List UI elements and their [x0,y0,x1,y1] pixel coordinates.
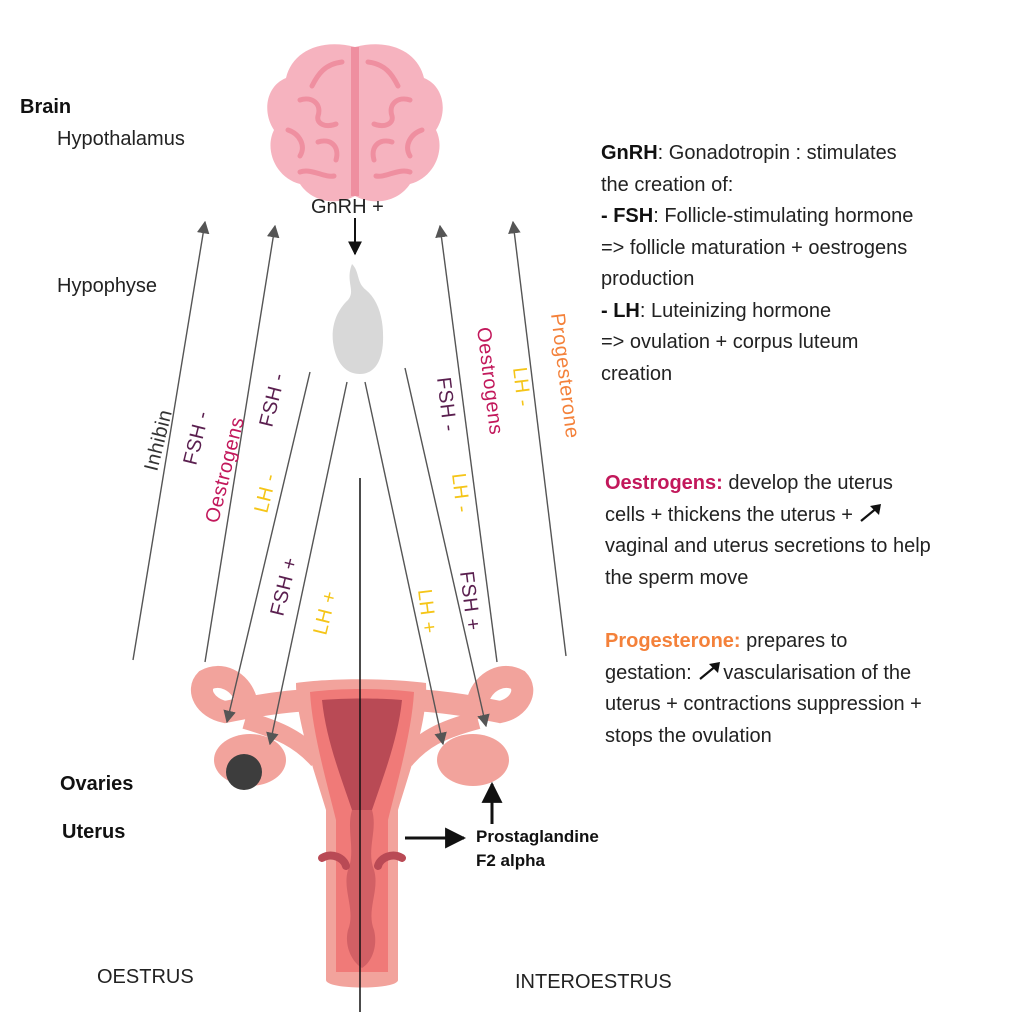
oestrogens-label-b: Oestrogens [472,326,507,436]
lh-plus-arrow-right [364,381,447,746]
oestrus-label: OESTRUS [97,966,194,988]
fsh-term: - FSH [601,205,654,227]
progesterone-line-1: Progesterone: prepares to [605,626,1015,658]
inhibin-arrow [132,220,210,661]
progesterone-text-4: stops the ovulation [605,724,772,747]
fsh-text-3: production [601,268,695,290]
progesterone-text-2a: gestation: [605,661,692,684]
fsh-plus-label-b: FSH + [455,570,484,632]
progesterone-line-2: gestation: vascularisation of the [605,658,1015,690]
brain-illustration [267,44,443,202]
interoestrus-label: INTEROESTRUS [515,971,672,993]
inhibin-label: Inhibin [141,407,177,473]
prostaglandine-label-line2: F2 alpha [476,851,546,870]
lh-plus-label-a: LH + [310,588,342,637]
increase-arrow-icon [860,503,882,522]
progesterone-text-2b: vascularisation of the [723,661,912,684]
lh-minus-label-c: LH - [447,472,474,514]
fsh-minus-label-a: FSH - [180,409,215,467]
lh-term: - LH [601,299,640,322]
lh-minus-label-b: LH - [508,366,535,408]
fsh-plus-label-a: FSH + [267,555,303,618]
fsh-plus-arrow-left [223,371,311,724]
oestrogens-info-block: Oestrogens: develop the uterus cells + t… [605,468,1015,594]
fsh-plus-arrow-right [404,367,490,728]
oestrogens-term: Oestrogens: [605,472,723,494]
lh-line-1: - LH: Luteinizing hormone [601,296,1011,328]
gnrh-term: GnRH [601,142,658,164]
oestrus-feedback-arrow [204,224,280,663]
fsh-minus-label-c: FSH - [432,376,461,433]
oestrogens-text-3: vaginal and uterus secretions to help [605,535,931,557]
gnrh-info-block: GnRH: Gonadotropin : stimulates the crea… [601,138,1011,390]
gnrh-line-1: GnRH: Gonadotropin : stimulates [601,138,1011,170]
lh-minus-label-a: LH - [251,471,282,515]
gnrh-text-1: : Gonadotropin : stimulates [657,142,897,164]
oestrogens-text-2: cells + thickens the uterus + [605,503,853,526]
gnrh-plus-label: GnRH + [311,196,384,218]
prostaglandine-label-line1: Prostaglandine [476,827,599,846]
oestrogens-line-1: Oestrogens: develop the uterus [605,468,1015,500]
fsh-minus-label-b: FSH - [256,371,291,429]
oestrogens-text-1: develop the uterus [728,472,893,494]
fsh-text-2: => follicle maturation + oestrogens [601,236,908,259]
increase-arrow-icon [699,661,721,680]
oestrogens-line-2: cells + thickens the uterus + [605,500,1015,532]
ovary-follicle [226,754,262,790]
lh-text-1: : Luteinizing hormone [639,299,832,322]
lh-plus-label-b: LH + [413,588,440,635]
hypophyse-label: Hypophyse [57,275,157,297]
progesterone-text-1: prepares to [746,630,848,652]
hypothalamus-label: Hypothalamus [57,128,185,150]
progesterone-arrow [508,220,567,657]
brain-label: Brain [20,96,71,118]
progesterone-text-3: uterus + contractions suppression + [605,693,922,715]
interoestrus-feedback-arrow [435,224,498,663]
uterus-illustration [190,665,534,988]
fsh-text-1: : Follicle-stimulating hormone [653,205,914,227]
lh-text-3: creation [601,362,673,385]
pituitary-gland [332,264,384,374]
progesterone-term: Progesterone: [605,630,741,652]
progesterone-label: Progesterone [546,312,583,440]
oestrogens-text-4: the sperm move [605,566,749,589]
ovaries-label: Ovaries [60,773,133,795]
progesterone-info-block: Progesterone: prepares to gestation: vas… [605,626,1015,752]
fsh-line-1: - FSH: Follicle-stimulating hormone [601,201,1011,233]
uterus-label: Uterus [62,821,125,843]
lh-plus-arrow-left [266,381,348,746]
gnrh-text-2: the creation of: [601,173,734,196]
lh-text-2: => ovulation + corpus luteum [601,331,859,353]
